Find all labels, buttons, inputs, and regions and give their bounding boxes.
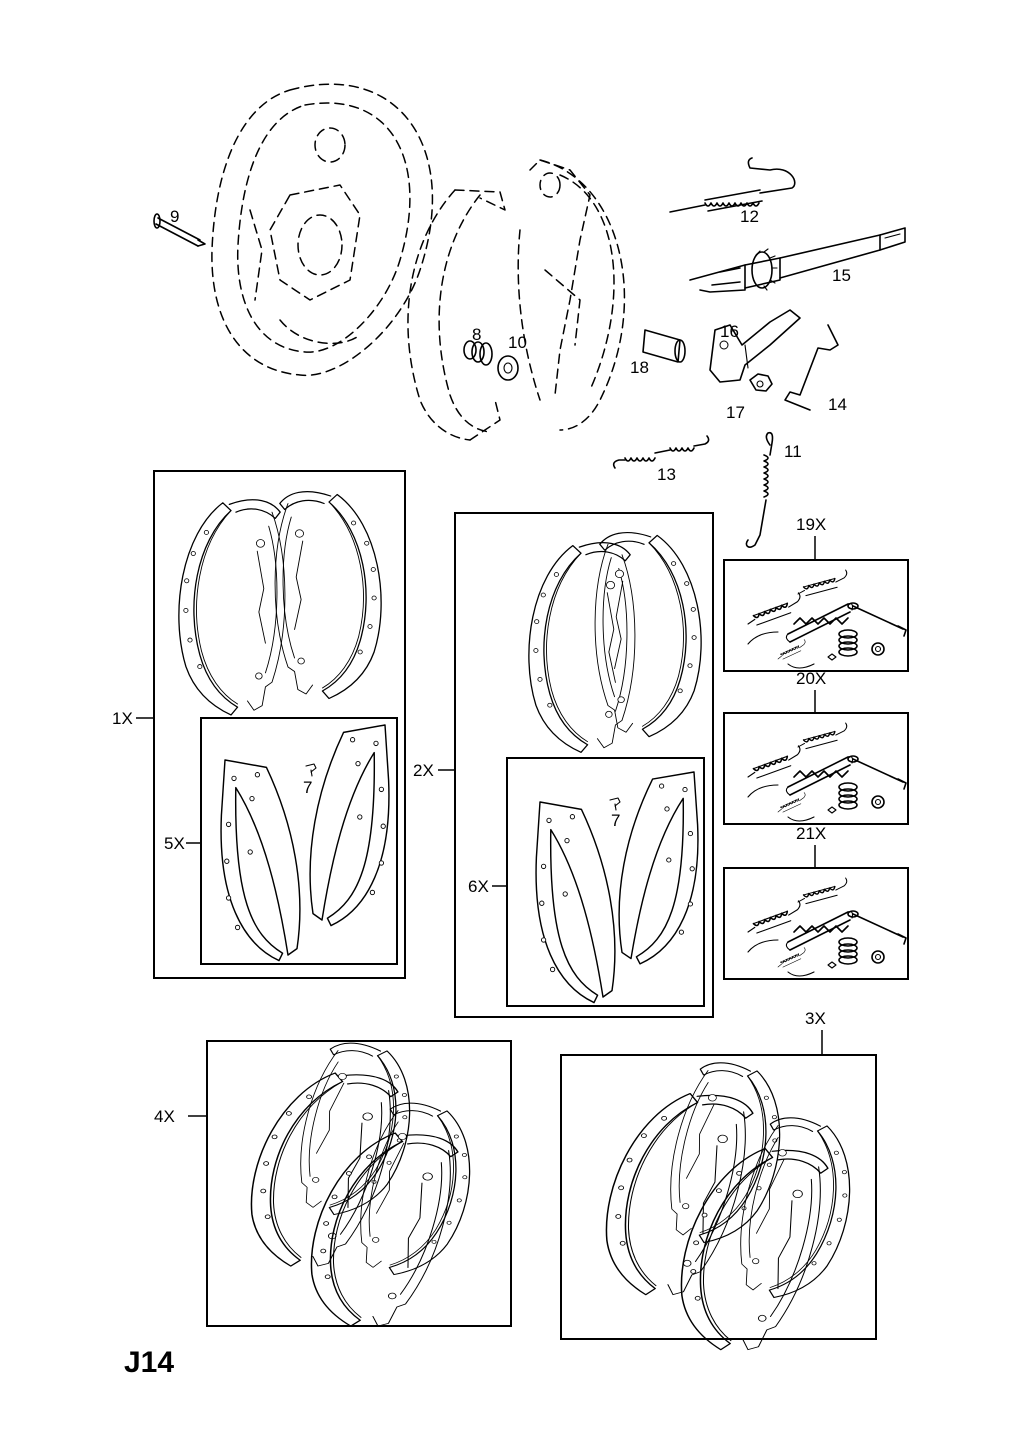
part-label-14: 14 (828, 395, 847, 414)
part-label-15: 15 (832, 266, 851, 285)
part-label-12: 12 (740, 207, 759, 226)
kit-label-1x: 1X (112, 709, 133, 728)
kit-label-4x: 4X (154, 1107, 175, 1126)
part-12-spring (669, 157, 796, 213)
part-label-17: 17 (726, 403, 745, 422)
kit-label-21x: 21X (796, 824, 826, 843)
part-label-7a: 7 (303, 778, 312, 797)
kit-20x-box (723, 712, 909, 825)
kit-5x-box (200, 717, 398, 965)
shoe-phantom-right (517, 159, 626, 431)
kit-6x-box (506, 757, 705, 1007)
part-18-sleeve (642, 329, 686, 363)
kit-3x-shoe-set (585, 1057, 871, 1361)
part-8-spring (463, 340, 493, 366)
part-15-adjuster (689, 227, 906, 293)
kit-1x-box (153, 470, 406, 979)
kit-2x-shoes (528, 531, 702, 753)
kit-21x-box (723, 867, 909, 980)
kit-1x-shoes (178, 490, 382, 716)
part-label-10: 10 (508, 333, 527, 352)
kit-19x-box (723, 559, 909, 672)
part-label-11: 11 (784, 442, 802, 461)
part-label-7b: 7 (611, 811, 620, 830)
kit-5x-linings (220, 724, 390, 962)
kit-label-5x: 5X (164, 834, 185, 853)
kit-19x-hardware (744, 570, 906, 668)
kit-label-3x: 3X (805, 1009, 826, 1028)
shoe-phantom-left (407, 189, 506, 441)
backing-plate-phantom (211, 83, 434, 376)
kit-20x-hardware (744, 723, 906, 821)
kit-label-19x: 19X (796, 515, 826, 534)
part-11-spring (745, 431, 774, 548)
kit-label-6x: 6X (468, 877, 489, 896)
part-7-rivet-b (609, 797, 621, 811)
part-label-18: 18 (630, 358, 649, 377)
part-label-13: 13 (657, 465, 676, 484)
part-label-8: 8 (472, 325, 481, 344)
kit-2x-box (454, 512, 714, 1018)
kit-4x-shoe-set (230, 1038, 491, 1337)
kit-label-2x: 2X (413, 761, 434, 780)
kit-4x-box (206, 1040, 512, 1327)
part-label-16: 16 (720, 322, 739, 341)
part-13-spring (612, 435, 710, 469)
part-14-wire (784, 324, 839, 411)
kit-6x-linings (535, 771, 699, 1004)
kit-3x-box (560, 1054, 877, 1340)
part-10-washer (497, 355, 519, 381)
part-17-nut (749, 373, 773, 392)
kit-21x-hardware (744, 878, 906, 976)
kit-label-20x: 20X (796, 669, 826, 688)
part-7-rivet-a (305, 763, 317, 777)
part-label-9: 9 (170, 207, 179, 226)
diagram-code: J14 (124, 1346, 174, 1379)
part-16-lever (709, 309, 801, 383)
part-9-pin (153, 213, 206, 247)
